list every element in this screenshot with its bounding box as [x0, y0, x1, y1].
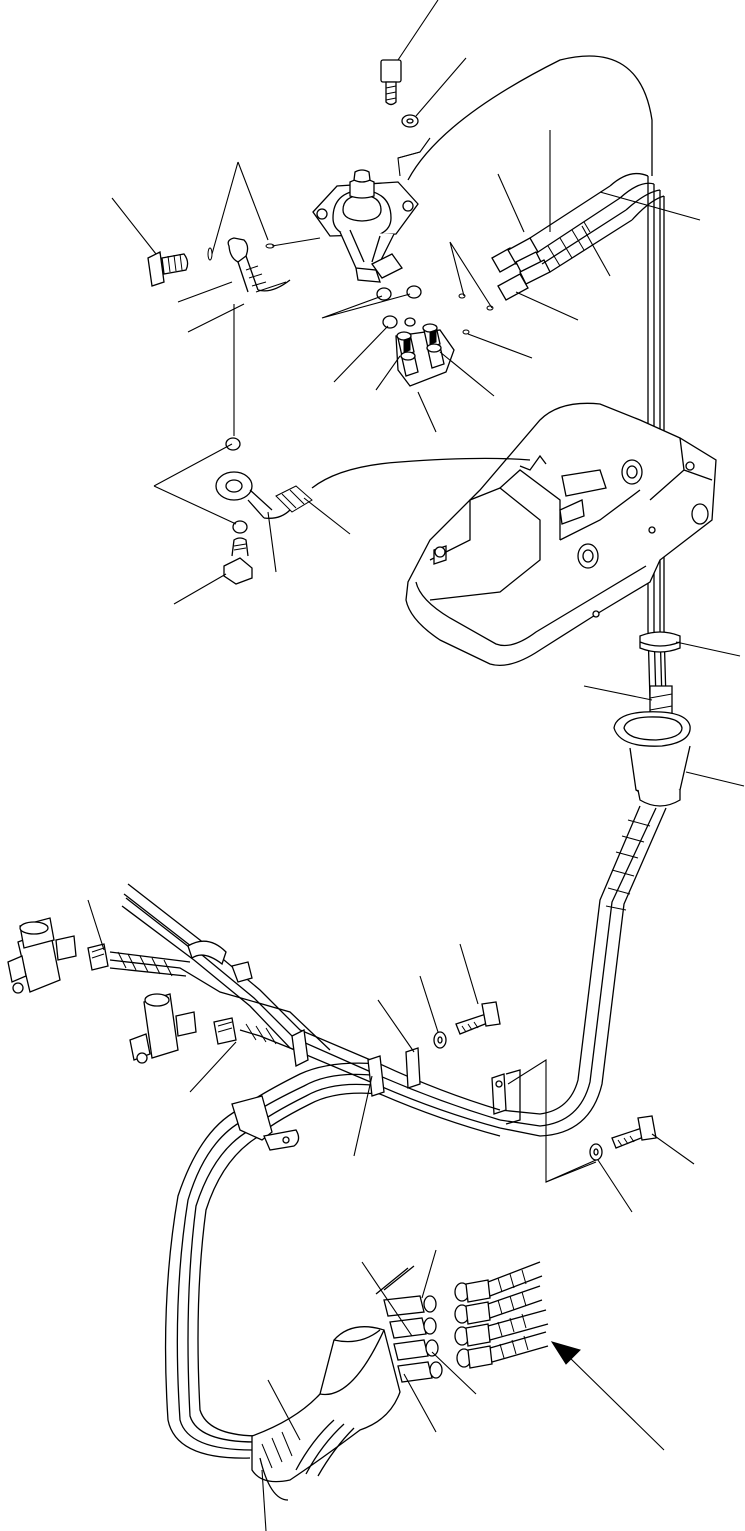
small-o-rings — [208, 244, 493, 334]
lower-hose-run — [500, 806, 666, 1136]
o-rings-valve — [226, 286, 421, 533]
washer-top — [402, 115, 418, 127]
main-hose-bundle — [408, 56, 666, 700]
hoses-upper-left-branch — [122, 884, 380, 1086]
hose-grommet — [614, 712, 690, 806]
washer-mid — [434, 1032, 446, 1048]
hose-elbow-left — [228, 238, 290, 292]
washer-lower-right — [590, 1144, 602, 1160]
view-direction-arrow — [552, 1342, 664, 1450]
hose-branch-left — [110, 952, 330, 1052]
hose-fitting-ends — [376, 1266, 442, 1382]
pressure-switches — [396, 324, 454, 386]
leader-lines — [88, 0, 744, 1531]
banjo-bolt-left — [148, 252, 188, 286]
mounting-bolt-mid — [456, 1002, 500, 1034]
hose-fittings-upper-right — [492, 174, 664, 300]
mounting-bolt-top — [381, 60, 401, 105]
control-lever-console — [406, 403, 716, 665]
hose-clamp-upper — [640, 632, 680, 652]
pressure-switch-left-1 — [8, 918, 108, 993]
separated-hose-ends — [455, 1262, 548, 1368]
mounting-bolt-lower-right — [612, 1116, 656, 1148]
pressure-switch-left-2 — [130, 994, 236, 1063]
mounting-bolt-console — [224, 538, 252, 584]
hose-console-left — [216, 458, 530, 518]
pilot-control-valve — [313, 170, 418, 282]
hose-bundle-connector-end — [252, 1327, 400, 1500]
hose-clamps-lower — [232, 1030, 420, 1150]
hose-bracket-right — [492, 1070, 520, 1124]
